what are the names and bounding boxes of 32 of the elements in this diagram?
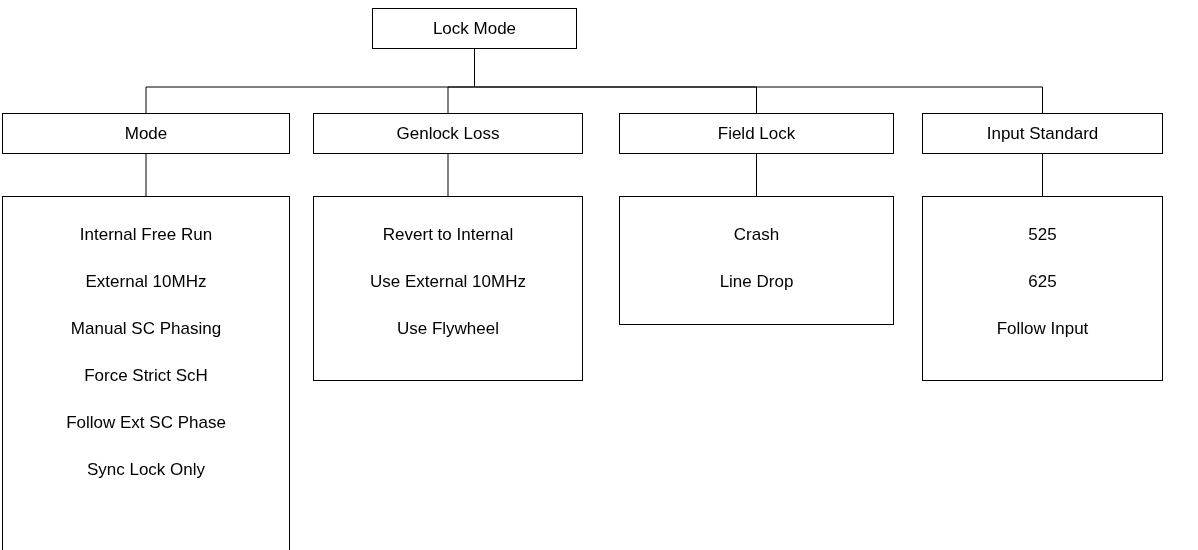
connector-line (145, 153, 147, 197)
option-label: Crash (733, 224, 780, 246)
option-label: 625 (1028, 271, 1057, 293)
option-label: Manual SC Phasing (70, 318, 222, 340)
connector-line (1042, 153, 1043, 197)
menu-box (2, 113, 290, 154)
menu-label: Mode (124, 123, 168, 144)
menu-box (313, 113, 583, 154)
menu-label: Field Lock (717, 123, 796, 144)
connector-line (756, 153, 757, 197)
option-label: Revert to Internal (382, 224, 514, 246)
option-list-box (2, 196, 290, 550)
option-list-box (313, 196, 583, 381)
option-list-box (922, 196, 1163, 381)
option-label: Sync Lock Only (86, 459, 206, 481)
option-label: Follow Input (996, 318, 1089, 340)
option-label: Use Flywheel (396, 318, 499, 340)
option-list-box (619, 196, 894, 325)
menu-label: Lock Mode (432, 18, 517, 39)
option-label: Internal Free Run (79, 224, 213, 246)
option-label: Line Drop (719, 271, 794, 293)
option-label: Use External 10MHz (370, 271, 526, 293)
connector-line (447, 153, 449, 197)
menu-label: Genlock Loss (396, 123, 500, 144)
option-label: External 10MHz (85, 271, 207, 293)
menu-box (922, 113, 1163, 154)
menu-box (619, 113, 894, 154)
option-label: Follow Ext SC Phase (66, 412, 226, 434)
menu-box (372, 8, 577, 49)
menu-label: Input Standard (986, 123, 1099, 144)
option-label: Force Strict ScH (84, 365, 208, 387)
option-label: 525 (1028, 224, 1057, 246)
